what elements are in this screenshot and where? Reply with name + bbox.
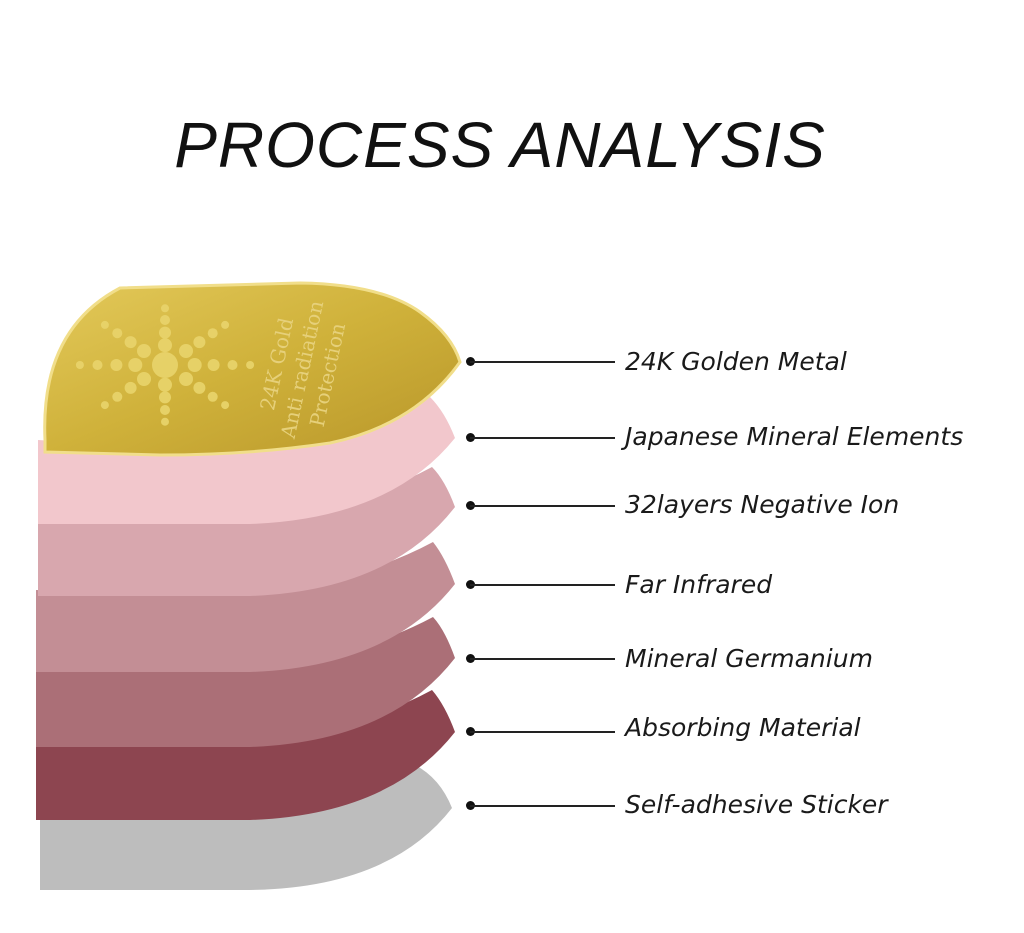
leader-line bbox=[470, 437, 615, 439]
leader-line bbox=[470, 731, 615, 733]
label-mineral-germanium: Mineral Germanium bbox=[625, 644, 873, 674]
label-japanese-mineral-elements: Japanese Mineral Elements bbox=[625, 422, 963, 452]
label-24k-golden-metal: 24K Golden Metal bbox=[625, 347, 847, 377]
label-far-infrared: Far Infrared bbox=[625, 570, 772, 600]
leader-line bbox=[470, 658, 615, 660]
label-self-adhesive-sticker: Self-adhesive Sticker bbox=[625, 790, 888, 820]
leader-line bbox=[470, 584, 615, 586]
leader-line bbox=[470, 361, 615, 363]
leader-line bbox=[470, 505, 615, 507]
label-32layers-negative-ion: 32layers Negative Ion bbox=[625, 490, 899, 520]
leader-line bbox=[470, 805, 615, 807]
label-absorbing-material: Absorbing Material bbox=[625, 713, 861, 743]
